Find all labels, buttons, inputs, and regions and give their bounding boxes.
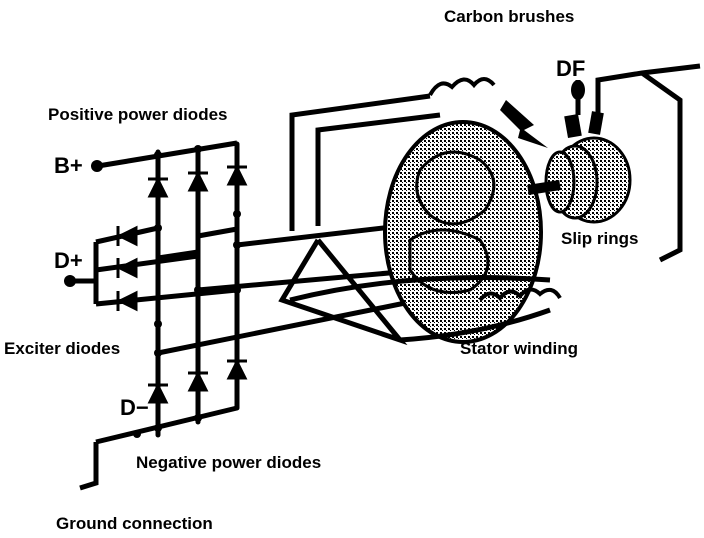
positive-power-diodes — [147, 164, 248, 198]
negative-power-diodes — [147, 358, 248, 404]
exciter-diodes-label: Exciter diodes — [4, 339, 121, 358]
d-minus-bus — [79, 405, 238, 491]
df-lead — [575, 63, 701, 263]
negative-power-diodes-label: Negative power diodes — [136, 453, 322, 472]
field-winding-leads — [289, 77, 496, 231]
d-plus-label: D+ — [54, 248, 83, 273]
rotor — [383, 120, 543, 344]
b-plus-terminal — [91, 160, 103, 172]
exciter-diodes — [95, 225, 238, 312]
positive-power-diodes-label: Positive power diodes — [48, 105, 228, 124]
stator-winding-label: Stator winding — [460, 339, 579, 358]
b-plus-label: B+ — [54, 153, 83, 178]
ground-connection-label: Ground connection — [56, 514, 213, 533]
rotation-arrow — [500, 100, 548, 148]
df-terminal-label: DF — [556, 56, 586, 81]
d-plus-terminal — [64, 275, 76, 287]
stator-winding — [278, 238, 562, 346]
d-minus-label: D− — [120, 395, 149, 420]
carbon-brushes-label: Carbon brushes — [444, 7, 575, 26]
slip-rings-label: Slip rings — [561, 229, 639, 248]
slip-rings — [527, 136, 632, 224]
b-plus-bus — [97, 140, 238, 169]
